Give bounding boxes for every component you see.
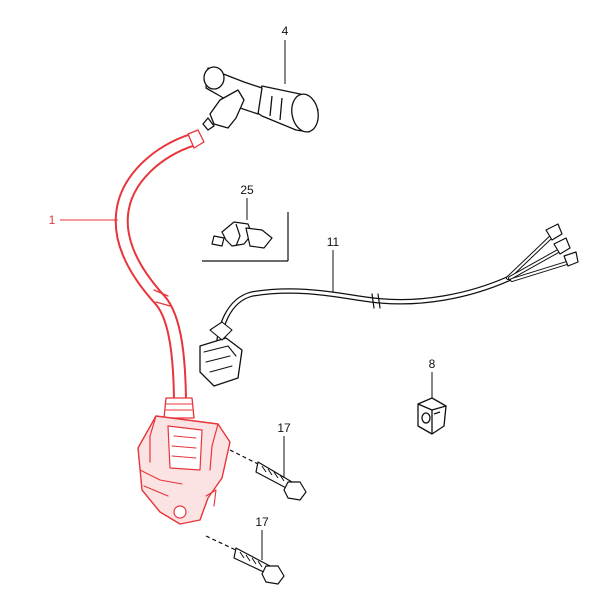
spark-plug-cap[interactable]: [202, 66, 321, 134]
callout-11: 11: [327, 235, 340, 249]
ignition-coil[interactable]: [114, 129, 231, 525]
connector-block[interactable]: [417, 397, 447, 435]
callout-labels: 4 25 11 8 17 17 1: [49, 24, 436, 529]
callout-8: 8: [429, 357, 436, 371]
bolt-lower[interactable]: [205, 535, 285, 585]
callout-1: 1: [49, 213, 56, 227]
callout-4: 4: [282, 24, 289, 38]
callout-17-lower: 17: [255, 515, 269, 529]
bolt-upper[interactable]: [229, 449, 307, 501]
wire-clamp[interactable]: [202, 212, 289, 262]
wire-harness[interactable]: [199, 223, 579, 387]
callout-25: 25: [240, 183, 254, 197]
callout-17-upper: 17: [277, 421, 291, 435]
leader-lines: [60, 40, 433, 560]
